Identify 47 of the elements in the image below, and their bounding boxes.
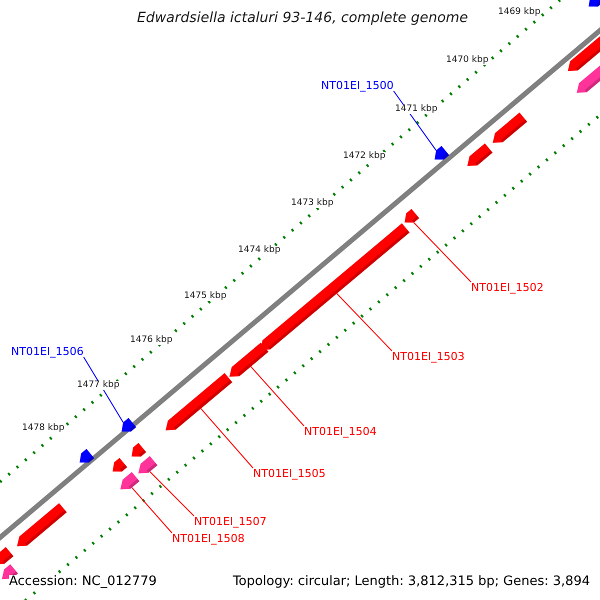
- gene-feature: [0, 547, 14, 564]
- gene-label: NT01EI_1503: [392, 351, 465, 362]
- gene-feature: [404, 208, 420, 223]
- gene-feature: [434, 146, 450, 160]
- leader-line: [149, 471, 194, 516]
- leader-line: [250, 366, 304, 426]
- tick-label: 1478 kbp: [22, 424, 64, 433]
- gene-feature: [588, 0, 600, 7]
- leader-line: [83, 356, 124, 423]
- tick-label: 1470 kbp: [446, 56, 488, 65]
- gene-label: NT01EI_1502: [471, 282, 544, 293]
- tick-label: 1471 kbp: [395, 105, 438, 114]
- gene-feature: [122, 418, 136, 432]
- gene-label: NT01EI_1504: [304, 426, 377, 437]
- leader-line: [336, 293, 392, 352]
- tick-label: 1472 kbp: [343, 152, 386, 161]
- gene-feature: [120, 472, 140, 490]
- gene-label: NT01EI_1500: [321, 80, 394, 91]
- tick-label: 1473 kbp: [291, 199, 334, 208]
- gene-feature: [132, 442, 146, 457]
- accession-note: Accession: NC_012779: [9, 575, 157, 588]
- leader-line: [413, 222, 472, 282]
- gene-label: NT01EI_1505: [253, 468, 326, 479]
- tick-label: 1469 kbp: [498, 8, 540, 17]
- leader-line: [200, 408, 254, 468]
- tick-label: 1475 kbp: [184, 292, 226, 301]
- title: Edwardsiella ictaluri 93-146, complete genome: [137, 11, 468, 25]
- leader-line: [131, 487, 172, 534]
- genome-summary: Topology: circular; Length: 3,812,315 bp; Genes: 3,894: [232, 575, 590, 588]
- tick-label: 1476 kbp: [130, 336, 172, 345]
- gene-feature: [467, 143, 493, 166]
- tick-label: 1474 kbp: [238, 246, 280, 255]
- gene-label: NT01EI_1507: [194, 516, 267, 527]
- gene-feature: [112, 458, 128, 472]
- gene-feature: [229, 342, 268, 377]
- gene-label: NT01EI_1506: [11, 346, 84, 357]
- leader-line: [393, 90, 437, 151]
- gene-label: NT01EI_1508: [172, 533, 245, 544]
- gene-feature: [568, 34, 600, 72]
- gene-feature: [576, 62, 600, 93]
- gene-feature: [80, 448, 94, 463]
- gene-feature: [260, 223, 410, 350]
- gene-feature: [166, 373, 232, 430]
- gene-feature: [492, 112, 528, 143]
- gene-feature: [17, 503, 67, 546]
- gene-feature: [138, 456, 158, 474]
- tick-label: 1477 kbp: [77, 381, 120, 390]
